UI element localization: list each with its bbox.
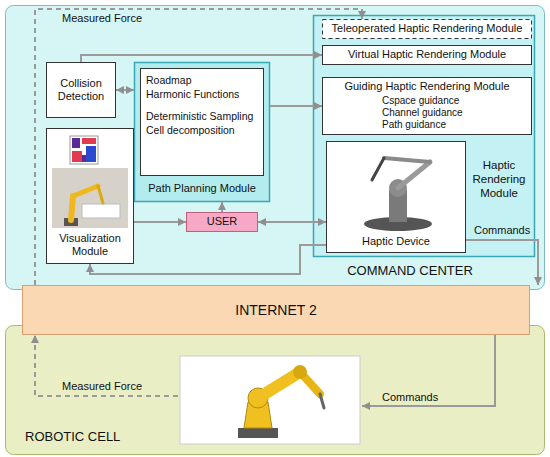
box-label: Haptic Rendering Module (466, 159, 532, 200)
flow-arrow (90, 245, 326, 274)
robot-tool (320, 394, 324, 408)
flow-arrow (270, 105, 322, 107)
signal-arrow (466, 240, 538, 285)
method-list-box: RoadmapHarmonic FunctionsDeterministic S… (140, 68, 264, 176)
haptic-arm (384, 158, 430, 162)
device-box-outline (327, 142, 466, 253)
box-label: USER (188, 215, 256, 228)
robot-arm (73, 186, 98, 196)
edge-label: Commands (380, 391, 440, 404)
network-band-outline (23, 286, 530, 335)
box-label: Path Planning Module (136, 182, 268, 195)
edge-label: Measured Force (60, 380, 144, 393)
flow-arrow (221, 202, 223, 212)
module-box-outline (323, 46, 532, 65)
box-label: Guiding Haptic Rendering Module (324, 80, 530, 93)
box-text: Harmonic Functions (146, 88, 262, 101)
robot-photo (52, 168, 128, 228)
flow-arrow (116, 89, 134, 91)
maze-cell (72, 151, 82, 162)
module-box-outline (323, 20, 532, 39)
table (82, 204, 120, 218)
haptic-arm (398, 162, 430, 188)
module-box: Haptic Rendering Module Teleoperated Hapt… (313, 15, 535, 257)
signal-arrow (35, 9, 362, 285)
edge-label: Measured Force (60, 12, 144, 25)
box-label: Virtual Haptic Rendering Module (324, 48, 530, 61)
signal-arrow (35, 335, 178, 396)
module-box: Guiding Haptic Rendering ModuleCspace gu… (322, 77, 532, 135)
flow-arrow (258, 221, 326, 223)
robot-upper-arm (258, 372, 300, 398)
region-panel-outline (6, 6, 545, 290)
box-text: Cell decomposition (146, 124, 262, 137)
robot-arm (71, 196, 73, 220)
box-text: Path guidance (382, 119, 528, 131)
maze-cell (72, 138, 80, 148)
flow-arrow (81, 55, 322, 62)
module-box: Teleoperated Haptic Rendering Module (322, 19, 532, 39)
network-band: INTERNET 2 (22, 285, 530, 335)
edge-label: Commands (472, 224, 532, 237)
maze-cell (82, 138, 96, 144)
box-text: Cspace guidance (382, 95, 528, 107)
box-label: Teleoperated Haptic Rendering Module (324, 22, 530, 35)
box-label: Haptic Device (328, 235, 464, 248)
robot-picture (180, 356, 360, 444)
maze-cell (82, 155, 86, 162)
method-list-box-outline (141, 69, 264, 176)
maze-cell (86, 146, 96, 162)
box-label: ROBOTIC CELL (25, 429, 185, 445)
process-box: Collision Detection (46, 62, 116, 118)
box-label: Roadmap (146, 74, 262, 87)
region-panel-outline (6, 326, 545, 455)
signal-arrow (362, 335, 495, 406)
region-panel: COMMAND CENTER Haptic Rendering Module Tel… (5, 5, 545, 290)
box-label: COMMAND CENTER (335, 263, 485, 279)
module-box: Path Planning Module RoadmapHarmonic Func… (134, 62, 270, 202)
user-box-outline (187, 213, 258, 232)
box-label: INTERNET 2 (24, 302, 528, 319)
haptic-stylus (372, 158, 384, 180)
module-box-outline (47, 129, 134, 264)
process-box-outline (47, 63, 116, 118)
maze-icon (70, 136, 98, 164)
module-box-outline (323, 78, 532, 135)
module-box: Virtual Haptic Rendering Module (322, 45, 532, 65)
device-box: Haptic Device (326, 141, 466, 253)
robot-elbow (293, 365, 307, 379)
flow-arrow (134, 221, 186, 223)
module-box-outline (314, 16, 535, 257)
module-box: Visualization Module (46, 128, 134, 264)
box-text: Deterministic Sampling (146, 110, 262, 123)
module-box-outline (135, 63, 270, 202)
user-box: USER (186, 212, 258, 232)
box-text: Channel guidance (382, 107, 528, 119)
box-label: Visualization Module (48, 232, 132, 258)
robot-arm (98, 186, 103, 203)
robot-base (238, 428, 278, 438)
box-label: Collision Detection (48, 77, 114, 103)
